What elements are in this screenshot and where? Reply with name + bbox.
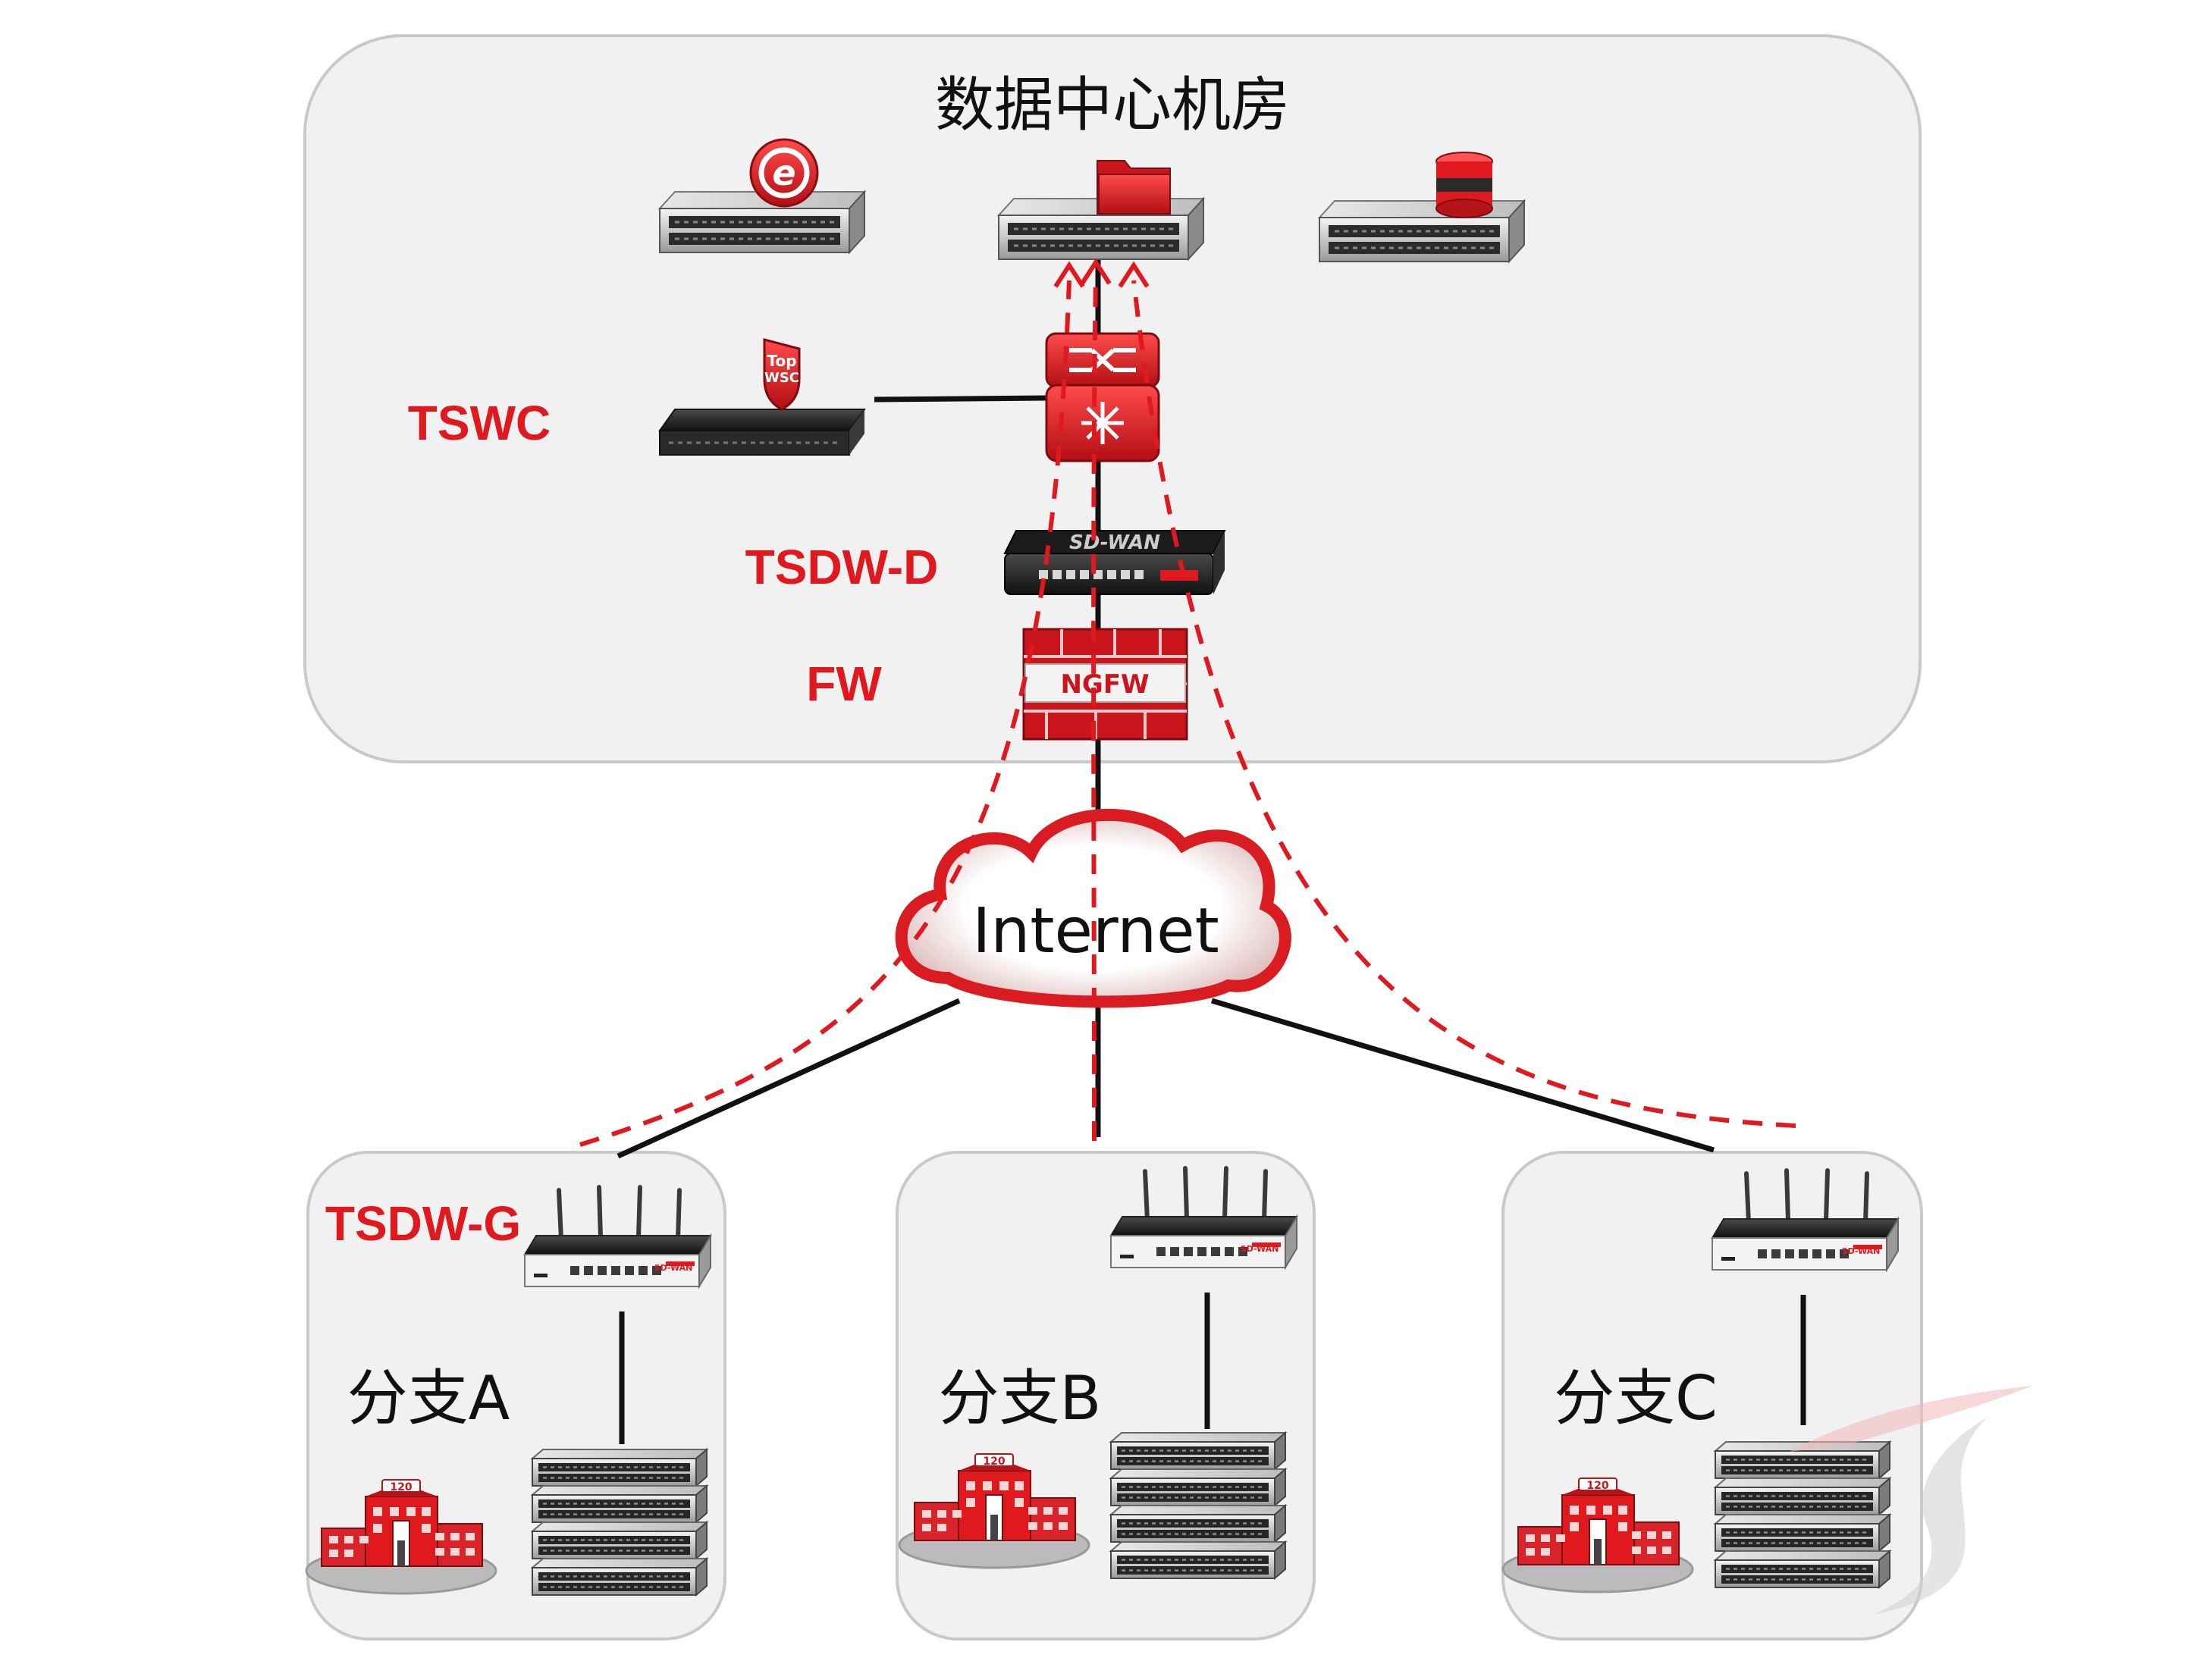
tunnel-arrowheads xyxy=(1053,258,1150,288)
web-server-icon: e xyxy=(749,138,819,208)
branch-a-gateway-text: SD-WAN xyxy=(654,1263,693,1273)
branch-c-gateway-text: SD-WAN xyxy=(1842,1246,1881,1256)
tsdw-d-label: TSDW-D xyxy=(745,540,939,594)
database-server-icon xyxy=(1435,152,1493,218)
branch-b-server-stack xyxy=(1109,1431,1287,1580)
branch-c-building-badge: 120 xyxy=(1586,1480,1608,1492)
tswc-label: TSWC xyxy=(408,396,551,450)
file-server-icon xyxy=(1097,160,1171,215)
branch-c-title: 分支C xyxy=(1554,1363,1718,1434)
branch-b-title: 分支B xyxy=(939,1363,1102,1434)
branch-a-server-stack xyxy=(531,1448,708,1597)
fw-device-text: NGFW xyxy=(1060,669,1149,700)
branch-a-building-badge: 120 xyxy=(390,1481,412,1493)
branch-a-gateway: SD-WAN xyxy=(525,1187,711,1286)
tsdw-d-appliance: SD-WAN xyxy=(1003,530,1226,595)
cloud-icon xyxy=(895,808,1291,1008)
tswc-badge-line1: Top xyxy=(767,352,796,370)
link-internet-branch-c xyxy=(1211,998,1715,1153)
tswc-controller: Top WSC xyxy=(658,338,866,456)
branch-b-building-badge: 120 xyxy=(983,1456,1005,1468)
branch-b-building-icon: 120 xyxy=(898,1452,1090,1569)
tunnel-branch-c xyxy=(1131,280,1796,1128)
branch-a-building-icon: 120 xyxy=(305,1478,497,1595)
datacenter-title: 数据中心机房 xyxy=(935,71,1290,139)
sdwan-tunnels xyxy=(579,258,1796,1147)
branch-c-building-icon: 120 xyxy=(1501,1477,1694,1593)
database-server xyxy=(1318,152,1526,263)
tsdw-d-device-text: SD-WAN xyxy=(1069,531,1160,554)
web-server: e xyxy=(658,138,866,254)
branch-c-server-stack xyxy=(1714,1440,1891,1589)
ngfw-firewall: NGFW xyxy=(1022,628,1188,741)
tswc-badge-line2: WSC xyxy=(764,370,799,386)
branch-c-gateway: SD-WAN xyxy=(1712,1170,1898,1270)
fw-label: FW xyxy=(806,657,882,711)
tunnel-branch-a xyxy=(579,280,1071,1147)
svg-text:e: e xyxy=(772,152,795,193)
tunnel-branch-b xyxy=(1091,274,1098,1142)
watermark-logo xyxy=(1790,1386,2032,1615)
core-switch xyxy=(1045,332,1160,462)
branch-a-title: 分支A xyxy=(347,1363,510,1434)
branch-b-gateway: SD-WAN xyxy=(1111,1168,1297,1268)
top-wsc-shield-icon: Top WSC xyxy=(763,338,801,411)
link-tswc-switch xyxy=(874,395,1047,403)
tsdw-g-label: TSDW-G xyxy=(325,1196,521,1251)
branch-b-gateway-text: SD-WAN xyxy=(1241,1244,1279,1254)
file-server xyxy=(997,160,1205,261)
link-internet-branch-a xyxy=(617,998,961,1159)
